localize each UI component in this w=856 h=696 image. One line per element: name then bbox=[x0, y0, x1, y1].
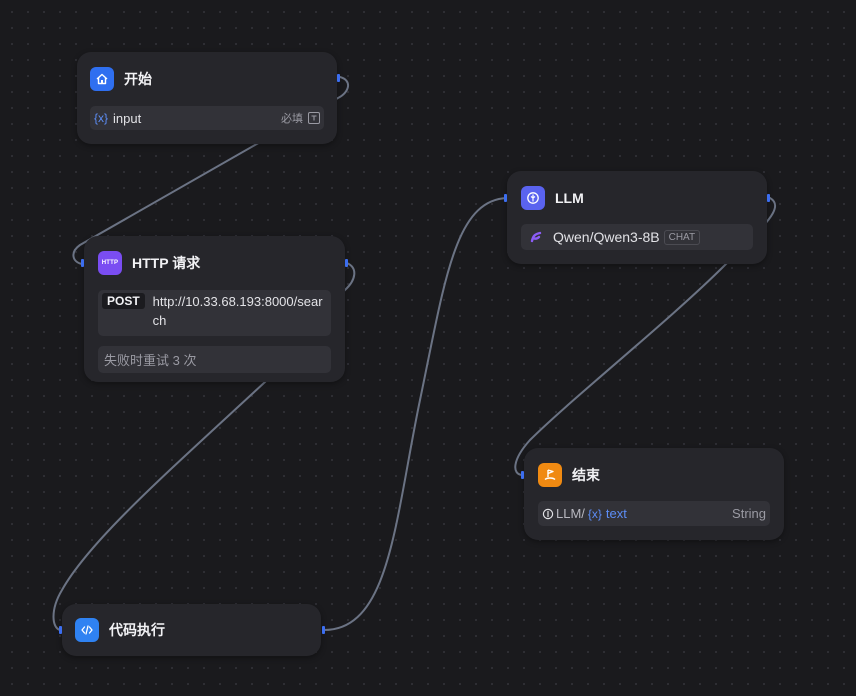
text-input-type-icon bbox=[308, 112, 320, 124]
llm-node-title: LLM bbox=[555, 190, 584, 206]
llm-model-row[interactable]: Qwen/Qwen3-8B CHAT bbox=[521, 224, 753, 250]
http-icon: HTTP bbox=[98, 251, 122, 275]
output-source-node: LLM/ bbox=[556, 506, 585, 521]
start-node-title: 开始 bbox=[124, 71, 152, 87]
code-exec-node[interactable]: 代码执行 bbox=[62, 604, 321, 656]
edge-start-to-http bbox=[72, 76, 349, 265]
start-node-header: 开始 bbox=[90, 66, 152, 92]
variable-icon: {x} bbox=[587, 506, 602, 521]
code-output-handle[interactable] bbox=[322, 626, 325, 634]
code-icon bbox=[75, 618, 99, 642]
http-url: http://10.33.68.193:8000/search bbox=[152, 294, 323, 328]
llm-node-header: LLM bbox=[521, 185, 584, 211]
start-input-variable-row[interactable]: {x} input 必填 bbox=[90, 106, 324, 130]
model-provider-icon bbox=[529, 230, 543, 244]
variable-icon: {x} bbox=[94, 111, 109, 125]
code-node-header: 代码执行 bbox=[75, 617, 165, 643]
retry-text: 失败时重试 3 次 bbox=[104, 353, 197, 368]
end-node-header: 结束 bbox=[538, 462, 600, 488]
llm-brain-icon bbox=[521, 186, 545, 210]
edge-http-to-code bbox=[52, 262, 356, 631]
end-node-title: 结束 bbox=[572, 467, 600, 483]
end-output-row[interactable]: LLM/ {x} text String bbox=[538, 501, 770, 526]
home-icon bbox=[90, 67, 114, 91]
http-retry-row: 失败时重试 3 次 bbox=[98, 346, 331, 373]
llm-model-name: Qwen/Qwen3-8B bbox=[553, 229, 660, 245]
llm-output-handle[interactable] bbox=[767, 194, 770, 202]
required-label: 必填 bbox=[281, 113, 303, 125]
end-node[interactable]: 结束 LLM/ {x} text String bbox=[524, 448, 784, 540]
http-input-handle[interactable] bbox=[81, 259, 84, 267]
input-variable-name: input bbox=[113, 110, 142, 126]
output-type: String bbox=[732, 506, 766, 521]
http-method-badge: POST bbox=[102, 293, 145, 309]
llm-node[interactable]: LLM Qwen/Qwen3-8B CHAT bbox=[507, 171, 767, 264]
llm-input-handle[interactable] bbox=[504, 194, 507, 202]
end-input-handle[interactable] bbox=[521, 471, 524, 479]
code-node-title: 代码执行 bbox=[109, 622, 165, 638]
llm-model-mode-tag: CHAT bbox=[663, 229, 701, 245]
code-input-handle[interactable] bbox=[59, 626, 62, 634]
http-request-row[interactable]: POST http://10.33.68.193:8000/search bbox=[98, 290, 331, 336]
http-output-handle[interactable] bbox=[345, 259, 348, 267]
llm-source-icon bbox=[542, 508, 554, 520]
http-request-node[interactable]: HTTP HTTP 请求 POST http://10.33.68.193:80… bbox=[84, 236, 345, 382]
http-node-title: HTTP 请求 bbox=[132, 255, 201, 271]
finish-flag-icon bbox=[538, 463, 562, 487]
start-output-handle[interactable] bbox=[337, 74, 340, 82]
edge-code-to-llm bbox=[323, 197, 508, 631]
http-node-header: HTTP HTTP 请求 bbox=[98, 250, 200, 276]
start-node[interactable]: 开始 {x} input 必填 bbox=[77, 52, 337, 144]
output-variable-name: text bbox=[605, 506, 627, 521]
